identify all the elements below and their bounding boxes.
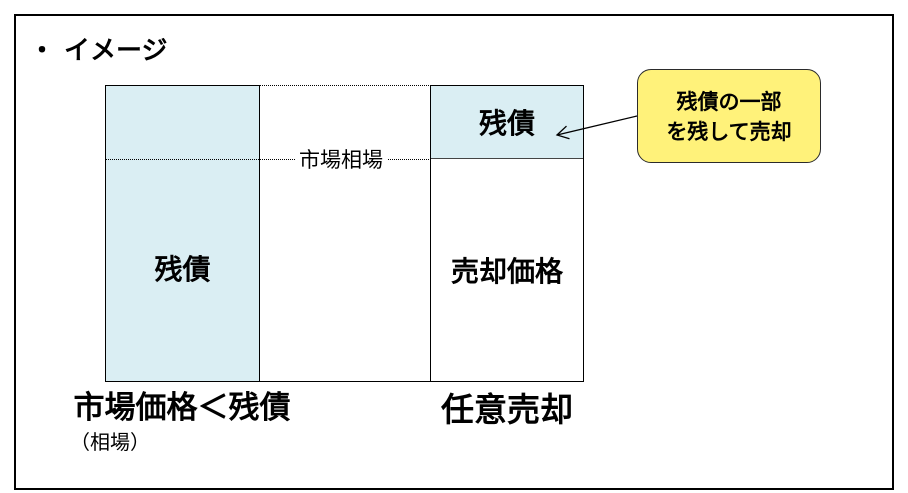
- market-price-vs-debt-caption: 市場価格＜残債: [73, 390, 291, 426]
- market-price-label-wrap: 市場相場: [255, 146, 427, 174]
- callout-box: 残債の一部 を残して売却: [637, 69, 821, 163]
- callout-line-1: 残債の一部: [676, 90, 782, 114]
- left-debt-label: 残債: [154, 253, 211, 286]
- page-title: ・ イメージ: [29, 36, 168, 66]
- debt-column-left: [105, 85, 260, 382]
- callout-line-2: を残して売却: [666, 120, 792, 144]
- right-remaining-debt-label: 残債: [478, 107, 535, 140]
- market-gap-column: [259, 85, 431, 382]
- voluntary-sale-caption: 任意売却: [441, 390, 573, 429]
- market-price-dotted-line: [105, 159, 431, 160]
- sale-price-label: 売却価格: [450, 255, 563, 288]
- market-price-label: 市場相場: [295, 148, 387, 172]
- market-price-sub-caption: （相場）: [70, 430, 150, 454]
- image-frame: [14, 14, 894, 490]
